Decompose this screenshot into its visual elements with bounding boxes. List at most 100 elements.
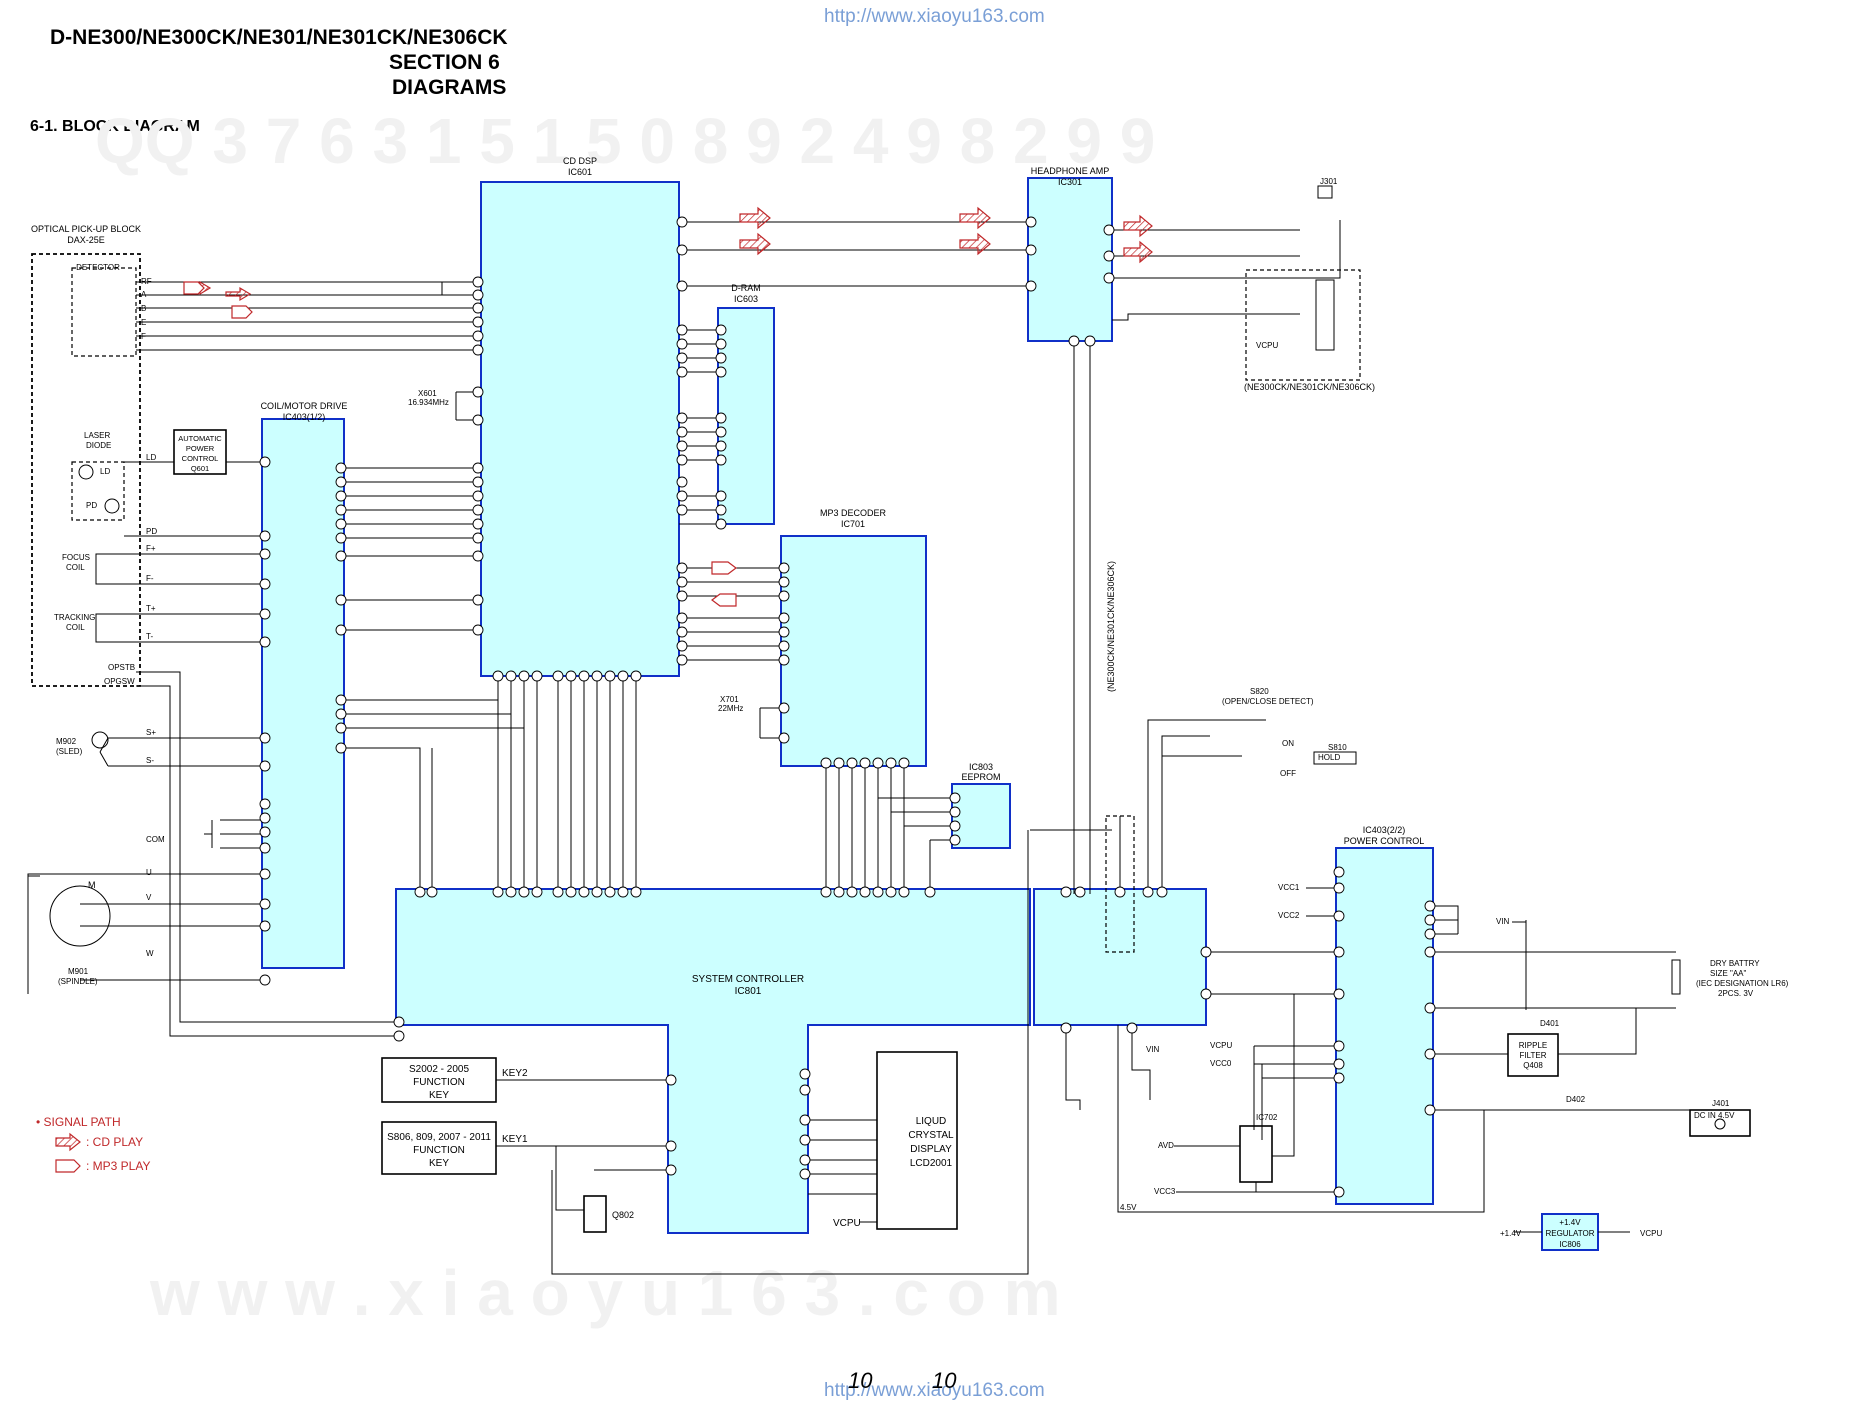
power-pin <box>1333 988 1345 1000</box>
hp-pin <box>1025 244 1037 256</box>
label-key1: KEY1 <box>502 1134 528 1145</box>
sysctl-pin <box>492 886 504 898</box>
mp3-pin <box>778 626 790 638</box>
lcd-line2: CRYSTAL <box>908 1130 954 1141</box>
hp-pin <box>1025 280 1037 292</box>
cd-dsp-pin <box>472 624 484 636</box>
label-j301: J301 <box>1320 177 1338 186</box>
sysctl-pin <box>1142 886 1154 898</box>
cd-dsp-pin <box>604 670 616 682</box>
source-url-top[interactable]: http://www.xiaoyu163.com <box>824 6 1045 27</box>
mp3-signal-arrow <box>711 561 737 575</box>
dram-pin <box>715 412 727 424</box>
hp-pin <box>1025 216 1037 228</box>
cd-dsp-pin <box>472 504 484 516</box>
sysctl-pin <box>505 886 517 898</box>
label-battery-4: 2PCS. 3V <box>1718 989 1754 998</box>
cd-dsp-pin <box>531 670 543 682</box>
lcd-line4: LCD2001 <box>910 1158 953 1169</box>
pickup-title: OPTICAL PICK-UP BLOCK <box>31 224 141 234</box>
label-avd: AVD <box>1158 1141 1174 1150</box>
sysctl-pin <box>799 1068 811 1080</box>
coil-pin <box>259 760 271 772</box>
label-pd: PD <box>86 501 97 510</box>
key1-box <box>381 1121 497 1175</box>
eeprom-title: EEPROM <box>961 772 1000 782</box>
cd-dsp-pin <box>472 330 484 342</box>
label-m902-sled: (SLED) <box>56 747 83 756</box>
component-labels: RF A B E F LASER DIODE LD PD LD PD FOCUS… <box>54 177 1789 1238</box>
model-title: D-NE300/NE300CK/NE301/NE301CK/NE306CK <box>50 26 508 49</box>
sysctl-pin <box>414 886 426 898</box>
label-pd-line: PD <box>146 527 157 536</box>
hp-pin <box>1084 335 1096 347</box>
label-key2: KEY2 <box>502 1068 528 1079</box>
reg-line2: REGULATOR <box>1545 1229 1594 1238</box>
laser-enclosure <box>71 461 125 521</box>
coil-pin <box>335 708 347 720</box>
coil-pin <box>259 812 271 824</box>
ld-diode-symbol <box>78 464 94 480</box>
pickup-model: DAX-25E <box>67 235 105 245</box>
cd-dsp-pin <box>472 414 484 426</box>
headphone-ic: IC301 <box>1058 177 1082 187</box>
label-focus-2: COIL <box>66 563 85 572</box>
label-vcc0: VCC0 <box>1210 1059 1232 1068</box>
label-u: U <box>146 868 152 877</box>
j301-switch-symbol <box>1315 279 1335 351</box>
coil-pin <box>259 578 271 590</box>
label-v: V <box>146 893 152 902</box>
label-vcpu-reg: VCPU <box>1640 1229 1662 1238</box>
label-m902: M902 <box>56 737 77 746</box>
coil-title: COIL/MOTOR DRIVE <box>261 401 348 411</box>
system-controller-ic801 <box>395 888 1031 1234</box>
plain-boxes <box>173 429 1751 1233</box>
label-tplus: T+ <box>146 604 156 613</box>
apc-line2: POWER <box>186 444 215 453</box>
eeprom-pin <box>949 792 961 804</box>
label-vcc1: VCC1 <box>1278 883 1300 892</box>
cd-dsp-pin <box>472 302 484 314</box>
label-opgsw: OPGSW <box>104 677 135 686</box>
signal-path-legend: • SIGNAL PATH : CD PLAY : MP3 PLAY <box>36 1115 150 1173</box>
cd-dsp-pin <box>630 670 642 682</box>
coil-motor-drive-ic403 <box>261 418 345 969</box>
headphone-amp-ic301 <box>1027 177 1113 342</box>
label-battery-2: SIZE "AA" <box>1710 969 1747 978</box>
source-url-bottom[interactable]: http://www.xiaoyu163.com <box>824 1380 1045 1401</box>
dram-ic: IC603 <box>734 294 758 304</box>
sysctl-pin <box>665 1140 677 1152</box>
sysctl-pin <box>846 886 858 898</box>
signal-arrows <box>55 206 1153 1173</box>
label-tminus: T- <box>146 632 153 641</box>
eeprom-pin <box>949 820 961 832</box>
coil-pin <box>335 694 347 706</box>
label-focus-1: FOCUS <box>62 553 90 562</box>
coil-pin <box>259 898 271 910</box>
label-hold: HOLD <box>1318 753 1340 762</box>
cd-dsp-pin <box>676 640 688 652</box>
sysctl-pin <box>799 1114 811 1126</box>
mp3-pin <box>778 590 790 602</box>
sysctl-pin <box>799 1134 811 1146</box>
power-pin <box>1424 900 1436 912</box>
sysctl-pin <box>799 1084 811 1096</box>
apc-line1: AUTOMATIC <box>178 434 222 443</box>
mp3-pin <box>846 757 858 769</box>
coil-pin <box>259 530 271 542</box>
sysctl-pin <box>799 1154 811 1166</box>
key1-line2: FUNCTION <box>413 1145 465 1156</box>
label-fplus: F+ <box>146 544 156 553</box>
label-vcc3: VCC3 <box>1154 1187 1176 1196</box>
coil-pin <box>259 548 271 560</box>
sysctl-pin <box>1156 886 1168 898</box>
cd-dsp-pin <box>676 352 688 364</box>
sysctl-pin <box>630 886 642 898</box>
cd-dsp-pin <box>472 550 484 562</box>
sysctl-pin <box>1114 886 1126 898</box>
sysctl-pin <box>1200 946 1212 958</box>
sysctl-pin <box>665 1074 677 1086</box>
coil-pin <box>335 594 347 606</box>
cd-dsp-pin <box>472 490 484 502</box>
power-control-ic403 <box>1335 847 1434 1205</box>
